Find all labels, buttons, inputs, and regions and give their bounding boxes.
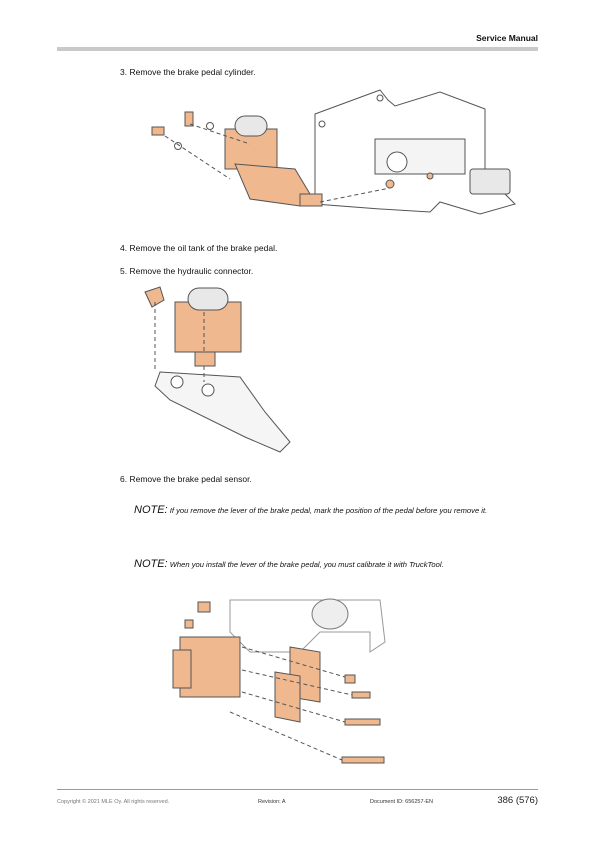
footer-document-id: Document ID: 656257-EN [370, 799, 433, 805]
piston-rod [299, 193, 323, 207]
step-5: 5. Remove the hydraulic connector. [120, 266, 254, 276]
step-6: 6. Remove the brake pedal sensor. [120, 474, 252, 484]
figure-brake-pedal-sensor [172, 598, 386, 764]
master-cylinder [234, 163, 311, 207]
sensor-connector [172, 649, 192, 689]
sensor-plate [274, 671, 301, 723]
note-text: If you remove the lever of the brake ped… [169, 506, 488, 515]
bracket-hole [376, 94, 384, 102]
step-3: 3. Remove the brake pedal cylinder. [120, 67, 256, 77]
bolt [151, 126, 165, 136]
note-label: NOTE: [134, 558, 168, 570]
note-lever-position: NOTE: If you remove the lever of the bra… [134, 505, 534, 516]
pivot-shaft [311, 598, 349, 630]
washer [206, 122, 214, 130]
washer [174, 142, 182, 150]
footer-rule [57, 789, 538, 790]
footer-revision: Revision: A [258, 799, 286, 805]
note-text: When you install the lever of the brake … [169, 560, 444, 569]
nut [184, 619, 194, 629]
bracket-hole [318, 120, 326, 128]
set-screw [197, 601, 211, 613]
pedal-pivot [386, 151, 408, 173]
step-4: 4. Remove the oil tank of the brake peda… [120, 243, 278, 253]
seal-grommet [194, 351, 216, 367]
master-cylinder [154, 371, 291, 453]
figure-oil-tank-hydraulic-connector [144, 286, 291, 453]
hydraulic-connector [144, 286, 165, 308]
screw [351, 691, 371, 699]
screw [344, 718, 381, 726]
screw [341, 756, 385, 764]
note-calibration: NOTE: When you install the lever of the … [134, 559, 534, 570]
note-label: NOTE: [134, 504, 168, 516]
footer-copyright: Copyright © 2021 MLE Oy. All rights rese… [57, 799, 170, 805]
header-title: Service Manual [476, 33, 538, 43]
header-rule [57, 47, 538, 51]
tank-cap [187, 287, 229, 311]
bolt [184, 111, 194, 127]
pedal-connector [469, 168, 511, 195]
figure-brake-pedal-cylinder [151, 89, 516, 215]
tank-cap [234, 115, 268, 137]
pedal-frame [229, 599, 386, 653]
footer-page-number: 386 (576) [497, 795, 538, 806]
screw [344, 674, 356, 684]
